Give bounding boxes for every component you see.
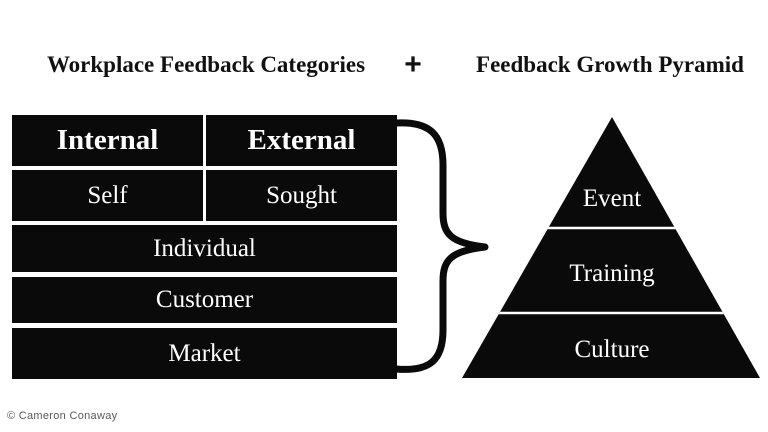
pyramid-level-training: Training — [569, 260, 655, 287]
left-section-title: Workplace Feedback Categories — [46, 52, 366, 77]
cell-sought: Sought — [206, 170, 397, 221]
cell-external: External — [206, 115, 397, 166]
cell-individual: Individual — [12, 225, 397, 272]
table-row: Customer — [12, 277, 397, 323]
table-row: Self Sought — [12, 170, 397, 221]
table-row: Market — [12, 328, 397, 379]
pyramid-level-event: Event — [583, 185, 641, 212]
cell-self: Self — [12, 170, 203, 221]
cell-internal: Internal — [12, 115, 203, 166]
table-row: Individual — [12, 225, 397, 272]
cell-customer: Customer — [12, 277, 397, 323]
feedback-categories-table: Internal External Self Sought Individual… — [12, 115, 397, 379]
right-section-title: Feedback Growth Pyramid — [476, 52, 744, 77]
cell-market: Market — [12, 328, 397, 379]
plus-sign: + — [404, 48, 422, 81]
copyright-notice: © Cameron Conaway — [7, 410, 118, 422]
pyramid-level-culture: Culture — [575, 336, 650, 363]
table-row: Internal External — [12, 115, 397, 166]
